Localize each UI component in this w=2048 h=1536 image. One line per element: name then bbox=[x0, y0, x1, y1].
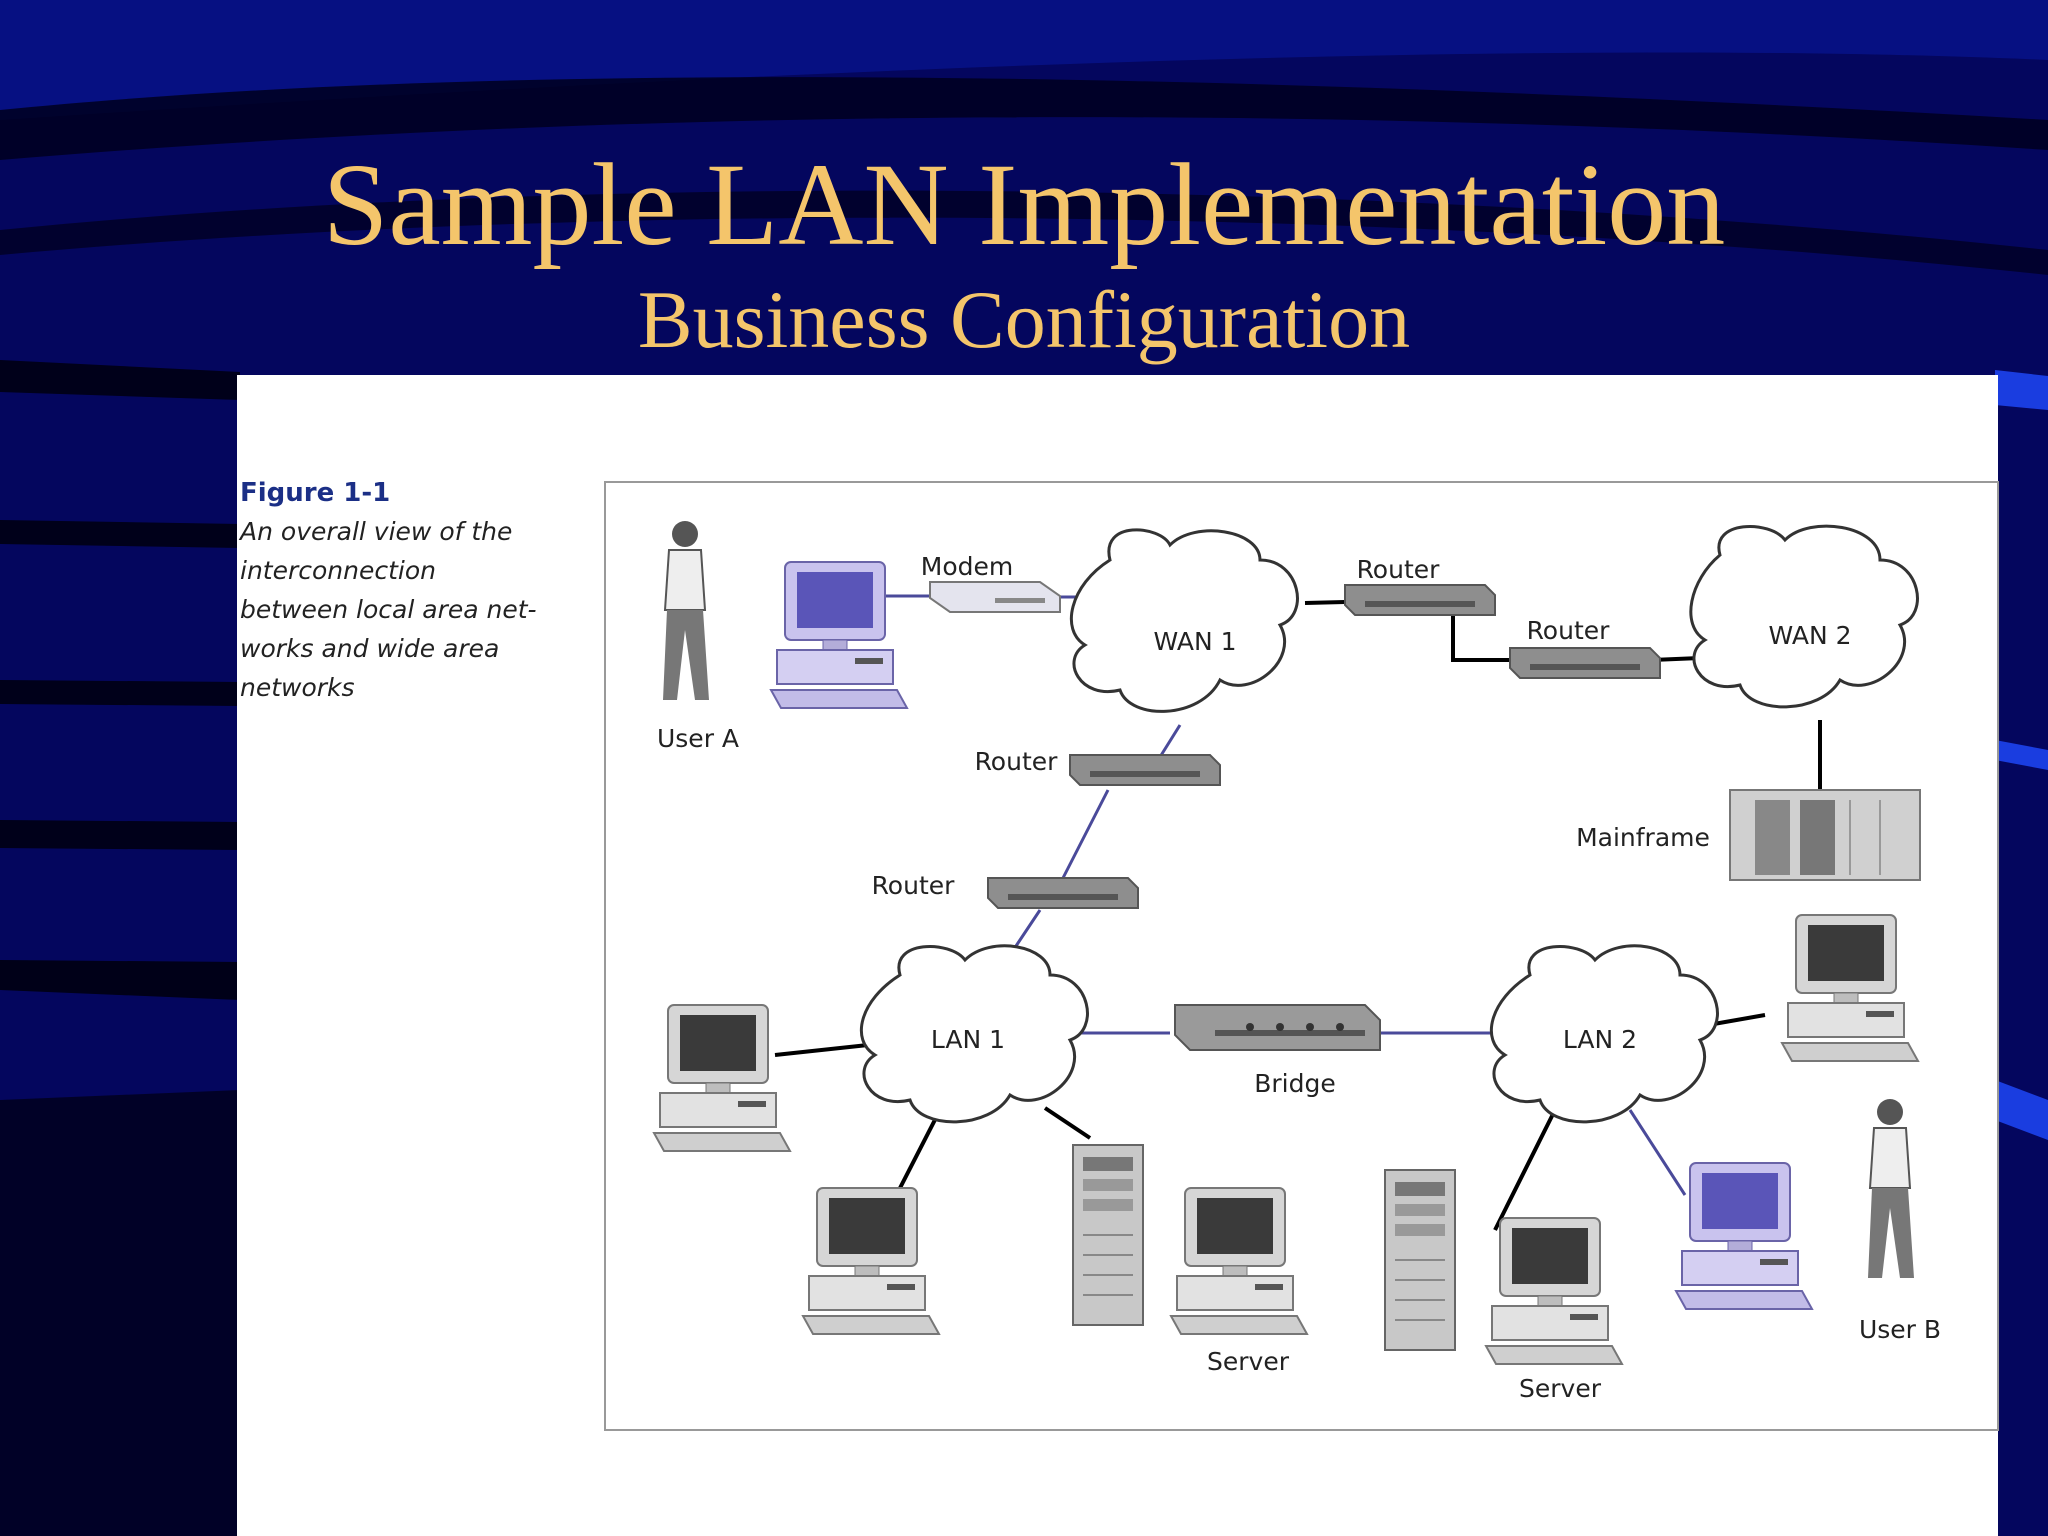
diagram-frame bbox=[604, 481, 1999, 1431]
lan2-label: LAN 2 bbox=[1563, 1025, 1637, 1054]
caption-line: interconnection bbox=[240, 556, 436, 585]
slide-title: Sample LAN Implementation bbox=[322, 139, 1726, 270]
caption-line: works and wide area bbox=[240, 634, 500, 663]
lan2-cloud: LAN 2 bbox=[1489, 944, 1719, 1124]
router-wan2-icon bbox=[1509, 647, 1661, 679]
bridge-icon bbox=[1174, 1004, 1381, 1051]
user-b-person-icon bbox=[1867, 1098, 1915, 1279]
lan1-label: LAN 1 bbox=[931, 1025, 1005, 1054]
figure-caption: Figure 1-1 An overall view of the interc… bbox=[240, 474, 570, 707]
server-lan2-label: Server bbox=[1519, 1374, 1602, 1403]
server-lan1-label: Server bbox=[1207, 1347, 1290, 1376]
modem-icon bbox=[929, 581, 1061, 613]
modem-label: Modem bbox=[921, 552, 1013, 581]
lan1-computer-left-icon bbox=[653, 1004, 791, 1152]
router-upper-label: Router bbox=[975, 747, 1059, 776]
wan1-label: WAN 1 bbox=[1153, 627, 1236, 656]
user-a-person-icon bbox=[662, 520, 710, 701]
figure-number: Figure 1-1 bbox=[240, 478, 391, 508]
user-b-label: User B bbox=[1859, 1315, 1941, 1344]
lan1-cloud: LAN 1 bbox=[859, 944, 1089, 1124]
router-upper-icon bbox=[1069, 754, 1221, 786]
wan2-label: WAN 2 bbox=[1768, 621, 1851, 650]
user-a-computer-icon bbox=[770, 561, 908, 709]
router-wan1-label: Router bbox=[1357, 555, 1441, 584]
user-b-computer-icon bbox=[1675, 1162, 1813, 1310]
router-wan1-icon bbox=[1344, 584, 1496, 616]
mainframe-label: Mainframe bbox=[1576, 823, 1710, 852]
caption-line: between local area net- bbox=[240, 595, 537, 624]
router-wan2-label: Router bbox=[1527, 616, 1611, 645]
wan2-cloud: WAN 2 bbox=[1689, 524, 1919, 709]
lan1-server-tower-icon bbox=[1072, 1144, 1144, 1326]
caption-line: An overall view of the bbox=[240, 517, 513, 546]
slide-subtitle: Business Configuration bbox=[637, 274, 1411, 365]
router-lower-label: Router bbox=[872, 871, 956, 900]
caption-line: networks bbox=[240, 673, 355, 702]
network-links bbox=[774, 594, 1822, 1231]
lan2-server-tower-icon bbox=[1384, 1169, 1456, 1351]
lan1-computer-bottom-icon bbox=[802, 1187, 940, 1335]
lan2-computer-top-icon bbox=[1781, 914, 1919, 1062]
router-lower-icon bbox=[987, 877, 1139, 909]
lan2-server-computer-icon bbox=[1485, 1217, 1623, 1365]
figure-description: An overall view of the interconnection b… bbox=[240, 512, 570, 707]
lan1-server-computer-icon bbox=[1170, 1187, 1308, 1335]
mainframe-icon bbox=[1729, 789, 1921, 881]
wan1-cloud: WAN 1 bbox=[1069, 528, 1299, 713]
user-a-label: User A bbox=[657, 724, 739, 753]
bridge-label: Bridge bbox=[1254, 1069, 1336, 1098]
